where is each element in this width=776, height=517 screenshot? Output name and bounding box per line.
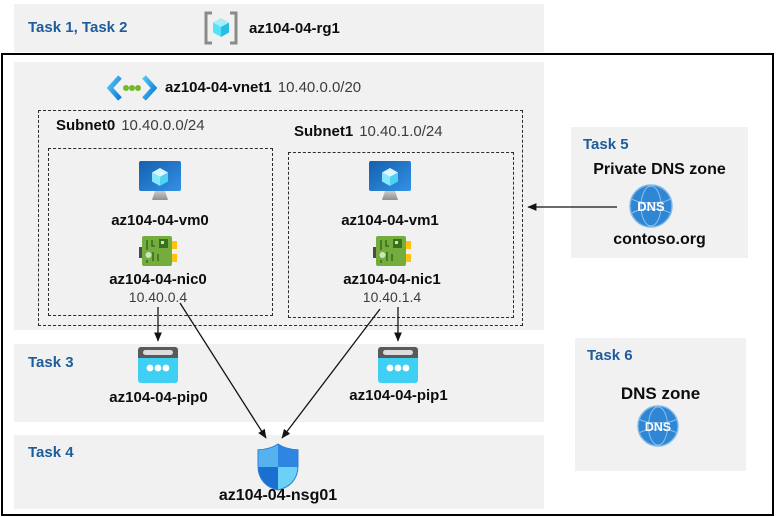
virtual-network-icon bbox=[107, 75, 157, 101]
pip0-icon bbox=[138, 347, 178, 383]
subnet0-name: Subnet0 bbox=[56, 117, 116, 134]
subnet0-title: Subnet0 10.40.0.0/24 bbox=[56, 117, 205, 134]
task5-label: Task 5 bbox=[583, 136, 629, 153]
vnet-title: az104-04-vnet1 10.40.0.0/20 bbox=[165, 79, 361, 96]
pip1-label: az104-04-pip1 bbox=[349, 387, 448, 404]
nic0-label: az104-04-nic0 bbox=[109, 271, 207, 288]
dns-icon-text: DNS bbox=[645, 420, 671, 434]
pip0-label: az104-04-pip0 bbox=[109, 389, 208, 406]
task4-label: Task 4 bbox=[28, 444, 74, 461]
resource-group-icon bbox=[204, 11, 238, 45]
nic0-icon bbox=[139, 236, 177, 266]
subnet1-cidr: 10.40.1.0/24 bbox=[359, 123, 443, 140]
nic1-label: az104-04-nic1 bbox=[343, 271, 441, 288]
subnet0-dashed-box bbox=[48, 148, 273, 316]
nic1-icon bbox=[373, 236, 411, 266]
subnet1-name: Subnet1 bbox=[294, 123, 354, 140]
resource-group-name: az104-04-rg1 bbox=[249, 20, 340, 37]
nsg-label: az104-04-nsg01 bbox=[218, 487, 338, 504]
nic0-ip: 10.40.0.4 bbox=[128, 289, 188, 305]
private-dns-zone-icon: DNS bbox=[629, 184, 673, 228]
subnet1-title: Subnet1 10.40.1.0/24 bbox=[294, 123, 443, 140]
subnet1-dashed-box bbox=[288, 152, 514, 318]
subnets-outer-dashed-box bbox=[38, 110, 523, 326]
vnet-cidr: 10.40.0.0/20 bbox=[277, 79, 362, 96]
task5-zone-name: contoso.org bbox=[613, 231, 706, 248]
dns-zone-icon: DNS bbox=[637, 405, 679, 447]
task6-box bbox=[575, 338, 746, 471]
task6-label: Task 6 bbox=[587, 347, 633, 364]
task6-title: DNS zone bbox=[620, 384, 701, 403]
vm1-label: az104-04-vm1 bbox=[341, 212, 439, 229]
vnet-band bbox=[14, 62, 544, 330]
pip1-icon bbox=[378, 347, 418, 383]
task12-band bbox=[14, 4, 544, 52]
task12-label: Task 1, Task 2 bbox=[28, 19, 128, 36]
subnet0-cidr: 10.40.0.0/24 bbox=[121, 117, 205, 134]
task3-label: Task 3 bbox=[28, 354, 74, 371]
diagram-outer-border bbox=[1, 53, 774, 516]
vm1-icon bbox=[369, 161, 411, 200]
vm0-label: az104-04-vm0 bbox=[111, 212, 209, 229]
dns-icon-text: DNS bbox=[637, 199, 665, 214]
task5-title: Private DNS zone bbox=[593, 161, 726, 178]
vnet-name: az104-04-vnet1 bbox=[165, 79, 272, 96]
task3-band bbox=[14, 344, 544, 422]
nic1-ip: 10.40.1.4 bbox=[362, 289, 422, 305]
nsg-shield-icon bbox=[257, 443, 299, 491]
vm0-icon bbox=[139, 161, 181, 200]
